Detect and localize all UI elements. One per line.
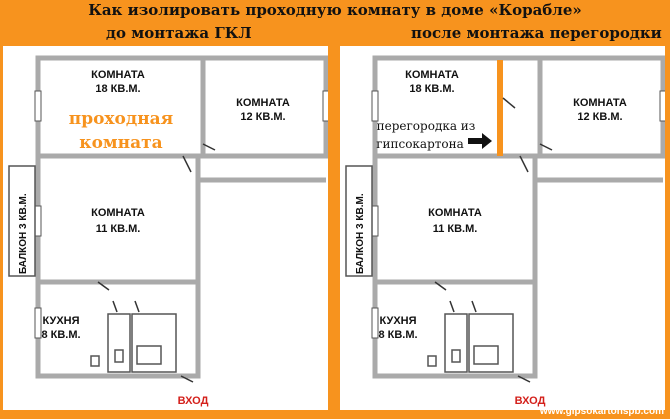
page-title: Как изолировать проходную комнату в доме… bbox=[88, 1, 582, 19]
windows-before bbox=[34, 90, 328, 339]
room-right-name-before: КОМНАТА bbox=[236, 97, 290, 109]
room-big-name-after: КОМНАТА bbox=[405, 69, 459, 81]
windows-after bbox=[371, 90, 665, 339]
room-big-name-before: КОМНАТА bbox=[91, 69, 145, 81]
partition-wall bbox=[497, 60, 503, 156]
floor-plan-after: БАЛКОН 3 КВ.М. КОМНАТА 18 КВ.М. bbox=[340, 46, 665, 410]
kitchen-area-before: 8 КВ.М. bbox=[41, 329, 80, 341]
walkthrough-label-2: комната bbox=[79, 133, 162, 153]
room-right-area-before: 12 КВ.М. bbox=[240, 111, 285, 123]
partition-label-1: перегородка из bbox=[377, 119, 476, 133]
entrance-label-after: ВХОД bbox=[515, 395, 546, 407]
room-right-name-after: КОМНАТА bbox=[573, 97, 627, 109]
bathroom-before bbox=[90, 313, 177, 373]
kitchen-area-after: 8 КВ.М. bbox=[378, 329, 417, 341]
watermark: www.gipsokartonspb.com bbox=[539, 406, 664, 417]
room-big-area-before: 18 КВ.М. bbox=[95, 83, 140, 95]
balcony-after bbox=[345, 165, 373, 277]
room-big-area-after: 18 КВ.М. bbox=[409, 83, 454, 95]
balcony-label-before: БАЛКОН 3 КВ.М. bbox=[18, 193, 29, 274]
doors-after bbox=[434, 97, 553, 383]
walls-before bbox=[35, 55, 328, 379]
room-right-area-after: 12 КВ.М. bbox=[577, 111, 622, 123]
subtitle-after: после монтажа перегородки bbox=[411, 24, 662, 42]
balcony-before bbox=[8, 165, 36, 277]
room-mid-name-before: КОМНАТА bbox=[91, 207, 145, 219]
entrance-label-before: ВХОД bbox=[178, 395, 209, 407]
kitchen-name-before: КУХНЯ bbox=[42, 315, 79, 327]
bathroom-after bbox=[427, 313, 514, 373]
subtitle-before: до монтажа ГКЛ bbox=[106, 24, 252, 42]
walkthrough-label-1: проходная bbox=[69, 109, 174, 129]
floor-plan-before-svg: БАЛКОН 3 КВ.М. КОМНАТА 18 КВ.М. пр bbox=[8, 55, 328, 407]
doors-before bbox=[97, 143, 216, 383]
balcony-label-after: БАЛКОН 3 КВ.М. bbox=[355, 193, 366, 274]
arrow-icon bbox=[468, 133, 492, 149]
kitchen-name-after: КУХНЯ bbox=[379, 315, 416, 327]
room-mid-name-after: КОМНАТА bbox=[428, 207, 482, 219]
room-mid-area-after: 11 КВ.М. bbox=[433, 223, 478, 235]
room-mid-area-before: 11 КВ.М. bbox=[96, 223, 141, 235]
floor-plan-after-svg: БАЛКОН 3 КВ.М. КОМНАТА 18 КВ.М. bbox=[345, 55, 665, 407]
partition-label-2: гипсокартона bbox=[376, 137, 464, 151]
floor-plan-before: БАЛКОН 3 КВ.М. КОМНАТА 18 КВ.М. пр bbox=[3, 46, 328, 410]
